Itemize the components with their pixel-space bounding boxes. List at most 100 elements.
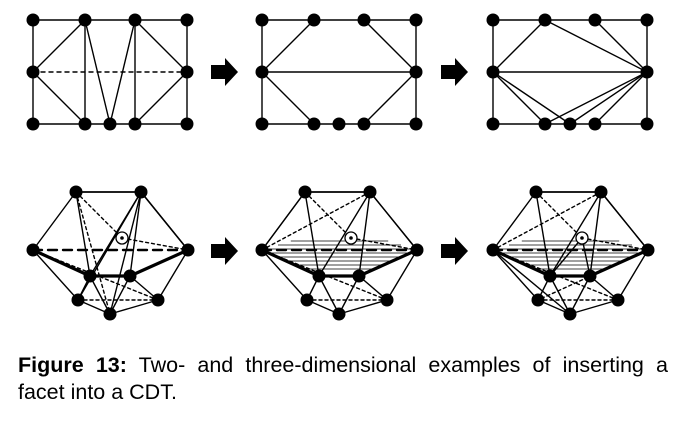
- vertex: [26, 13, 40, 27]
- edge: [32, 71, 86, 125]
- vertex: [486, 117, 500, 131]
- vertex: [123, 269, 137, 283]
- edge: [32, 249, 79, 301]
- vertex: [255, 243, 269, 257]
- edge: [594, 71, 648, 125]
- edge: [338, 275, 360, 315]
- edge: [32, 19, 86, 73]
- edge: [492, 19, 546, 73]
- edge: [134, 19, 188, 73]
- vertex: [298, 185, 312, 199]
- facet-edge: [260, 248, 321, 278]
- vertex: [181, 243, 195, 257]
- edge: [569, 71, 648, 125]
- vertex: [486, 243, 500, 257]
- hidden-vertex-center: [120, 236, 124, 240]
- edge: [549, 191, 602, 277]
- edge: [617, 249, 649, 301]
- figure-diagram: [26, 13, 655, 321]
- edge: [492, 71, 571, 125]
- facet-edge: [357, 248, 419, 278]
- edge: [140, 191, 189, 251]
- edge: [569, 275, 591, 315]
- panel-3d-after: [486, 185, 655, 321]
- vertex: [103, 117, 117, 131]
- edge: [304, 191, 320, 277]
- vertex: [180, 65, 194, 79]
- hidden-vertex-center: [580, 236, 584, 240]
- vertex: [538, 117, 552, 131]
- edge: [157, 249, 189, 301]
- vertex: [563, 117, 577, 131]
- edge: [338, 299, 388, 315]
- vertex: [71, 293, 85, 307]
- edge: [358, 191, 371, 277]
- vertex: [180, 117, 194, 131]
- vertex: [357, 13, 371, 27]
- vertex: [538, 13, 552, 27]
- vertex: [486, 13, 500, 27]
- vertex: [83, 269, 97, 283]
- edge: [569, 299, 619, 315]
- vertex: [103, 307, 117, 321]
- vertex: [640, 117, 654, 131]
- edge: [600, 191, 649, 251]
- vertex: [134, 185, 148, 199]
- vertex: [26, 65, 40, 79]
- vertex: [640, 65, 654, 79]
- vertex: [332, 307, 346, 321]
- edge: [492, 191, 537, 251]
- vertex: [128, 13, 142, 27]
- edge: [535, 191, 551, 277]
- hidden-edge: [350, 237, 418, 251]
- vertex: [307, 13, 321, 27]
- edge: [386, 249, 418, 301]
- vertex: [78, 117, 92, 131]
- vertex: [409, 65, 423, 79]
- edge: [32, 191, 77, 251]
- hidden-edge: [581, 237, 649, 251]
- vertex: [588, 13, 602, 27]
- edge: [261, 191, 306, 251]
- edge: [109, 19, 136, 125]
- panel-3d-middle: [255, 185, 424, 321]
- figure-caption: Figure 13: Two- and three-dimensional ex…: [18, 352, 668, 406]
- hidden-edge: [121, 237, 189, 251]
- edge: [75, 191, 91, 277]
- edge: [84, 19, 111, 125]
- figure-label: Figure 13:: [18, 353, 127, 377]
- facet-hatching: [496, 240, 645, 270]
- edge: [492, 71, 546, 125]
- vertex: [26, 117, 40, 131]
- hidden-edge: [261, 191, 371, 251]
- edge: [549, 237, 583, 277]
- edge: [109, 275, 131, 315]
- caption-text: Two- and three-dimensional examples of i…: [18, 353, 668, 404]
- arrow-icon: [441, 58, 468, 86]
- vertex: [486, 65, 500, 79]
- edge: [492, 249, 539, 301]
- edge: [363, 19, 417, 73]
- facet-edge: [128, 248, 190, 278]
- edge: [363, 71, 417, 125]
- panel-2d-middle: [255, 13, 423, 131]
- hidden-edge: [75, 191, 123, 239]
- vertex: [641, 243, 655, 257]
- edge: [549, 275, 571, 315]
- vertex: [588, 117, 602, 131]
- vertex: [409, 13, 423, 27]
- vertex: [409, 117, 423, 131]
- edge: [318, 191, 371, 277]
- edge: [261, 71, 315, 125]
- edge: [261, 19, 315, 73]
- vertex: [583, 269, 597, 283]
- vertex: [255, 117, 269, 131]
- edge: [369, 191, 418, 251]
- edge: [134, 71, 188, 125]
- vertex: [380, 293, 394, 307]
- vertex: [640, 13, 654, 27]
- edge: [318, 275, 340, 315]
- edge: [492, 249, 571, 315]
- vertex: [69, 185, 83, 199]
- arrow-icon: [211, 58, 238, 86]
